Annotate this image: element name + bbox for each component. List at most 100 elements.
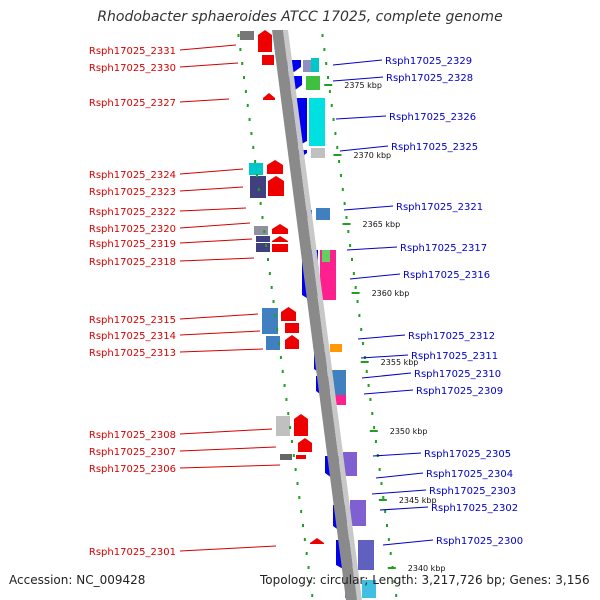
- right-guide-dot: [336, 146, 339, 149]
- genome-backbone-shade: [283, 30, 362, 600]
- right-guide-dot: [334, 132, 337, 135]
- left-guide-dot: [261, 216, 264, 219]
- right-guide-dot: [374, 440, 377, 443]
- right-feature-29: [362, 580, 376, 598]
- left-guide-dot: [300, 510, 303, 513]
- right-feature-1: [303, 60, 313, 72]
- left-guide-dot: [276, 328, 279, 331]
- right-guide-dot: [371, 412, 374, 415]
- left-feature-2: [262, 55, 274, 65]
- right-feature-17: [332, 370, 346, 396]
- right-guide-dot: [369, 398, 372, 401]
- left-gene-label: Rsph17025_2323: [89, 187, 176, 198]
- right-leader-line: [372, 452, 422, 457]
- left-leader-line: [179, 168, 244, 175]
- ruler-label: 2340 kbp: [408, 564, 446, 573]
- left-feature-21: [280, 454, 292, 460]
- ruler-tick: [324, 84, 333, 86]
- right-guide-dot: [349, 244, 352, 247]
- right-leader-line: [335, 115, 387, 120]
- genome-backbone: [272, 30, 357, 600]
- left-gene-label: Rsph17025_2322: [89, 207, 176, 218]
- right-guide-dot: [338, 160, 341, 163]
- right-feature-19: [334, 395, 346, 405]
- left-feature-7: [268, 176, 284, 196]
- left-guide-dot: [278, 342, 281, 345]
- left-gene-label: Rsph17025_2301: [89, 547, 176, 558]
- right-guide-dot: [347, 230, 350, 233]
- ruler-label: 2365 kbp: [363, 220, 401, 229]
- right-gene-label: Rsph17025_2303: [429, 486, 516, 497]
- right-leader-line: [332, 59, 383, 66]
- right-gene-label: Rsph17025_2302: [431, 503, 518, 514]
- left-feature-12: [256, 243, 270, 252]
- left-guide-dot: [237, 34, 240, 37]
- left-leader-line: [179, 545, 277, 552]
- left-feature-20: [294, 414, 308, 436]
- left-gene-label: Rsph17025_2315: [89, 315, 176, 326]
- right-feature-12: [320, 250, 336, 300]
- right-leader-line: [332, 76, 384, 82]
- right-feature-2: [311, 58, 319, 72]
- left-feature-14: [262, 308, 278, 334]
- left-guide-dot: [243, 76, 246, 79]
- left-guide-dot: [309, 580, 312, 583]
- left-guide-dot: [250, 132, 253, 135]
- left-guide-dot: [283, 384, 286, 387]
- genome-summary-text: Topology: circular; Length: 3,217,726 bp…: [260, 573, 590, 587]
- ruler-tick: [360, 361, 369, 363]
- left-leader-line: [179, 222, 251, 229]
- right-guide-dot: [387, 538, 390, 541]
- left-leader-line: [179, 313, 259, 320]
- right-feature-15: [330, 344, 342, 352]
- left-leader-line: [179, 428, 273, 435]
- left-guide-dot: [279, 356, 282, 359]
- right-guide-dot: [352, 272, 355, 275]
- left-guide-dot: [285, 398, 288, 401]
- right-guide-dot: [393, 580, 396, 583]
- left-feature-0: [240, 31, 254, 40]
- right-feature-13: [322, 250, 330, 262]
- right-guide-dot: [384, 510, 387, 513]
- left-guide-dot: [294, 468, 297, 471]
- right-feature-10: [316, 208, 330, 220]
- left-gene-label: Rsph17025_2306: [89, 464, 176, 475]
- right-guide-dot: [328, 90, 331, 93]
- ruler-label: 2345 kbp: [399, 496, 437, 505]
- right-gene-label: Rsph17025_2316: [403, 270, 490, 281]
- left-gene-label: Rsph17025_2327: [89, 98, 176, 109]
- right-gene-label: Rsph17025_2317: [400, 243, 487, 254]
- left-leader-line: [179, 257, 255, 262]
- left-guide-dot: [252, 146, 255, 149]
- ruler-tick: [351, 292, 360, 294]
- right-guide-dot: [356, 300, 359, 303]
- left-feature-10: [256, 236, 270, 242]
- left-guide-dot: [255, 174, 258, 177]
- left-feature-9: [272, 224, 288, 234]
- right-gene-label: Rsph17025_2326: [389, 112, 476, 123]
- ruler-label: 2375 kbp: [344, 81, 382, 90]
- right-guide-dot: [373, 426, 376, 429]
- right-guide-dot: [325, 62, 328, 65]
- left-leader-line: [179, 98, 230, 103]
- right-guide-dot: [360, 328, 363, 331]
- left-feature-6: [250, 176, 266, 198]
- left-gene-label: Rsph17025_2313: [89, 348, 176, 359]
- left-feature-18: [285, 335, 299, 349]
- left-gene-label: Rsph17025_2307: [89, 447, 176, 458]
- left-guide-dot: [263, 230, 266, 233]
- left-feature-23: [296, 455, 306, 459]
- left-feature-19: [276, 416, 290, 436]
- right-gene-label: Rsph17025_2304: [426, 469, 513, 480]
- left-gene-label: Rsph17025_2320: [89, 224, 176, 235]
- right-leader-line: [382, 539, 434, 546]
- left-gene-label: Rsph17025_2308: [89, 430, 176, 441]
- right-gene-label: Rsph17025_2312: [408, 331, 495, 342]
- left-feature-16: [266, 336, 280, 350]
- left-guide-dot: [292, 454, 295, 457]
- right-gene-label: Rsph17025_2305: [424, 449, 511, 460]
- ruler-tick: [369, 430, 378, 432]
- left-guide-dot: [307, 566, 310, 569]
- right-guide-dot: [345, 216, 348, 219]
